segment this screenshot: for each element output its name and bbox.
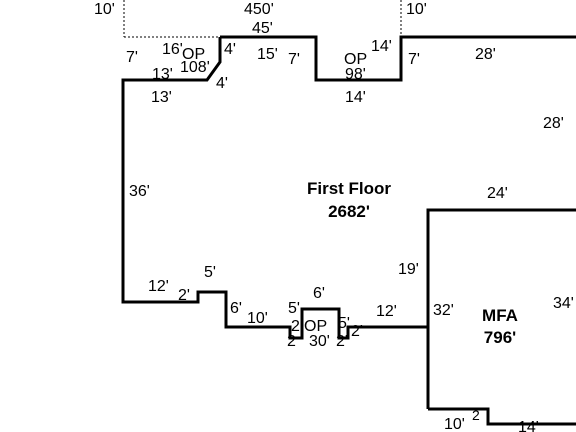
dim-label: 15' [257,46,278,63]
dim-label: 10' [444,416,465,432]
dim-label: 16' [162,41,183,58]
dim-label: 19' [398,261,419,278]
dim-label: 5' [204,264,216,281]
porch-area: 450' [244,1,274,18]
dim-label: 13' [151,89,172,106]
dim-label: 4' [224,41,236,58]
dim-label: 36' [129,183,150,200]
dim-label: 5' [288,300,300,317]
op-left-name: OP [182,46,205,63]
dim-label: 24' [487,185,508,202]
dim-label: 14' [345,89,366,106]
mfa-name: MFA [482,306,518,325]
dim-label: 2 [287,333,296,350]
porch-left-offset: 10' [94,1,115,18]
dim-label: 4' [216,75,228,92]
op-left-sqft: 108' [180,59,210,76]
porch-outline [123,0,402,38]
first-floor-sqft: 2682' [328,202,370,221]
building-outline [121,35,576,426]
dim-label: 7' [288,51,300,68]
dim-label: 28' [475,46,496,63]
top-wall [220,35,576,82]
dim-label: 12' [148,278,169,295]
dim-label: 34' [553,295,574,312]
dim-label: 2 [291,318,300,335]
mfa-sqft: 796' [484,328,516,347]
op-top-sqft: 98' [345,66,366,83]
dim-label: 12' [376,303,397,320]
dim-label: 10' [247,310,268,327]
op-bottom-sqft: 30' [309,333,330,350]
dim-label: 2 [472,407,480,423]
op-top-name: OP [344,51,367,68]
op-bottom-name: OP [304,318,327,335]
porch-width: 45' [252,20,273,37]
mfa-outline [426,208,576,409]
dim-label: 5' [338,315,350,332]
dim-label: 6' [230,300,242,317]
dim-label: 14' [518,419,539,432]
first-floor-outline [121,37,428,340]
porch-right-offset: 10' [406,1,427,18]
dim-label: 7' [126,49,138,66]
dim-label: 13' [152,66,173,83]
dim-label: 32' [433,302,454,319]
dim-label: 6' [313,285,325,302]
dim-label: 2' [336,333,348,350]
dim-label: 7' [408,51,420,68]
mfa-bottom-wall [428,407,576,426]
first-floor-name: First Floor [307,179,391,198]
dim-label: 2' [351,323,363,340]
dimension-labels: 7' 16' 4' 15' 7' 14' 7' 28' 13' 13' 4' 1… [126,38,574,432]
dim-label: 2' [178,287,190,304]
dim-label: 14' [371,38,392,55]
dim-label: 28' [543,115,564,132]
